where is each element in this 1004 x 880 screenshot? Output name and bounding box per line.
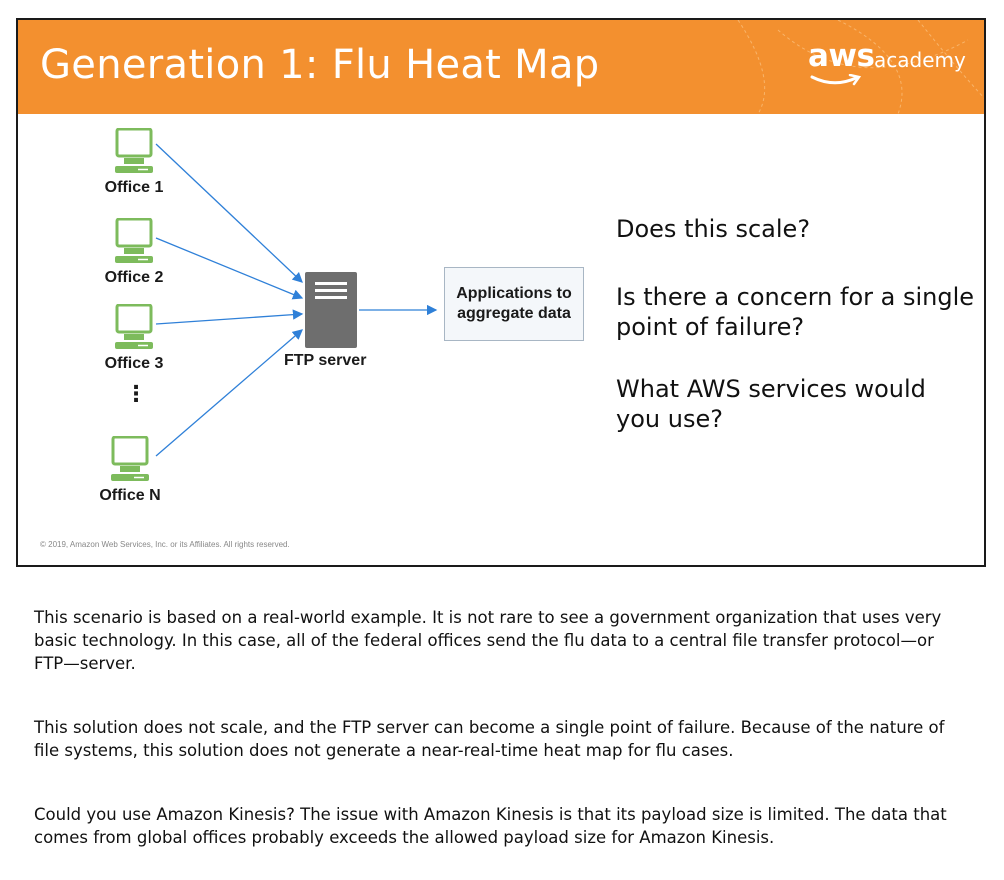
office-1: Office 1 <box>84 127 184 197</box>
computer-icon <box>115 127 153 173</box>
server-icon <box>305 272 357 348</box>
notes-paragraph-1: This scenario is based on a real-world e… <box>34 608 942 673</box>
question-1: Does this scale? <box>616 215 811 243</box>
computer-icon <box>115 217 153 263</box>
copyright-notice: © 2019, Amazon Web Services, Inc. or its… <box>40 540 290 549</box>
ftp-server-label: FTP server <box>284 352 367 369</box>
office-label: Office N <box>99 487 161 504</box>
office-label: Office 1 <box>104 179 164 196</box>
computer-icon <box>111 435 149 481</box>
aws-academy-logo: aws academy <box>808 38 978 98</box>
office-2: Office 2 <box>84 217 184 287</box>
diagram-arrows <box>155 143 438 457</box>
office-label: Office 3 <box>104 355 164 372</box>
logo-academy-text: academy <box>874 48 966 72</box>
logo-aws-text: aws <box>808 38 875 74</box>
arrow-office2-to-server <box>155 237 304 300</box>
aws-smile-icon <box>810 74 862 86</box>
office-3: Office 3 <box>84 303 184 373</box>
architecture-diagram: Office 1 Office 2 Office 3 ⋮ <box>18 114 984 565</box>
banner-decoration <box>737 20 984 114</box>
office-label: Office 2 <box>104 269 164 286</box>
arrow-officeN-to-server <box>155 329 303 457</box>
question-3: What AWS services would you use? <box>616 375 926 433</box>
office-n: Office N <box>80 435 180 505</box>
applications-box: Applications to aggregate data <box>444 267 584 341</box>
computer-icon <box>115 303 153 349</box>
slide-title: Generation 1: Flu Heat Map <box>40 42 600 88</box>
question-2: Is there a concern for a single point of… <box>616 283 975 341</box>
arrow-office1-to-server <box>155 143 303 283</box>
title-banner: Generation 1: Flu Heat Map aws academy <box>18 20 984 114</box>
notes-paragraph-3: Could you use Amazon Kinesis? The issue … <box>34 805 947 847</box>
slide: Generation 1: Flu Heat Map aws academy <box>16 18 986 567</box>
notes-paragraph-2: This solution does not scale, and the FT… <box>34 718 945 760</box>
more-offices-ellipsis: ⋮ <box>125 381 147 406</box>
arrow-office3-to-server <box>155 309 304 325</box>
applications-label: Applications to aggregate data <box>456 285 572 322</box>
